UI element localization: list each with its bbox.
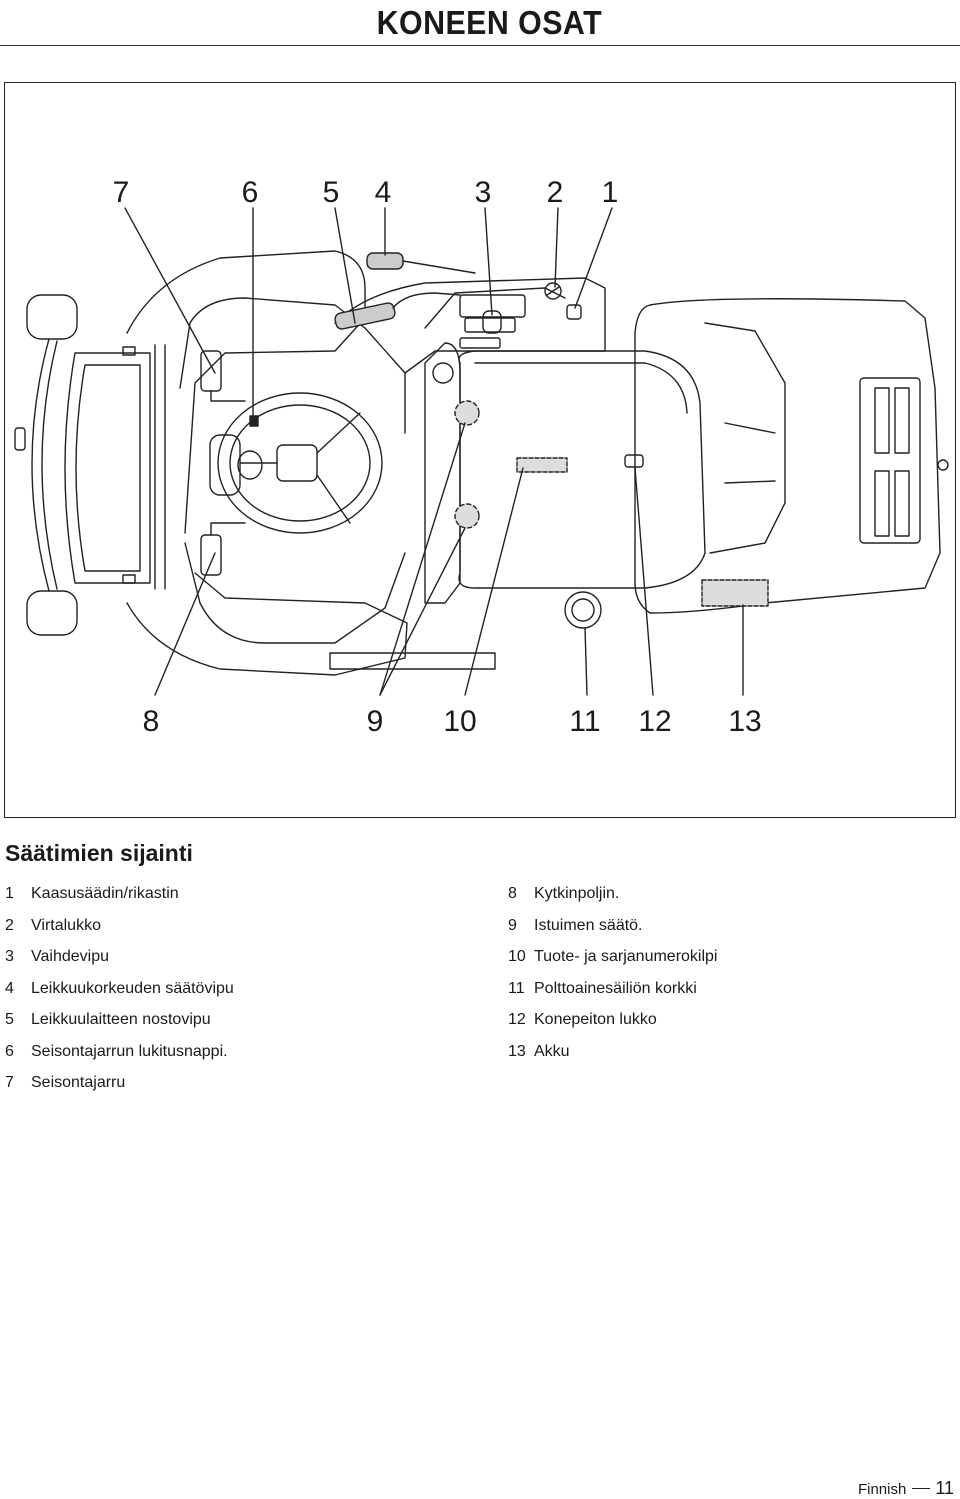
front-wheel-top (26, 294, 78, 340)
front-wheel-bottom (26, 590, 78, 636)
lift-lever-handle (334, 302, 396, 330)
callout-8: 8 (142, 705, 160, 738)
mower-top-view-illustration (14, 207, 949, 696)
rear-hood (634, 298, 941, 614)
hood-lock (624, 454, 644, 468)
callout-7: 7 (112, 176, 130, 209)
callout-6: 6 (241, 176, 259, 209)
callout-12: 12 (638, 705, 672, 738)
throttle-knob (566, 304, 582, 320)
seat-adjust-front (454, 400, 480, 426)
callout-10: 10 (443, 705, 477, 738)
page-number: 11 (935, 1478, 954, 1498)
callout-3: 3 (474, 176, 492, 209)
callout-5: 5 (322, 176, 340, 209)
seat (458, 350, 706, 589)
battery (701, 579, 769, 607)
fuel-cap (564, 591, 602, 629)
serial-plate (516, 457, 568, 473)
rear-grille (859, 377, 921, 544)
callout-1: 1 (601, 176, 619, 209)
callout-4: 4 (374, 176, 392, 209)
page-footer: Finnish 11 (858, 1478, 954, 1499)
callout-13: 13 (728, 705, 762, 738)
ignition-key (544, 282, 562, 300)
footer-language: Finnish (857, 1481, 907, 1498)
seat-adjust-rear (454, 503, 480, 529)
title-divider (0, 45, 960, 46)
brake-pedal (200, 350, 222, 392)
clutch-pedal (200, 534, 222, 576)
page-title: KONEEN OSAT (376, 4, 602, 41)
section-heading: Säätimien sijainti (5, 840, 193, 866)
callout-2: 2 (546, 176, 564, 209)
steering-wheel (217, 392, 383, 534)
footer-dash (912, 1488, 931, 1489)
callout-11: 11 (569, 705, 601, 738)
callout-9: 9 (366, 705, 384, 738)
mower-diagram-figure: 7 6 5 4 3 2 1 8 9 10 11 12 13 (4, 82, 956, 818)
